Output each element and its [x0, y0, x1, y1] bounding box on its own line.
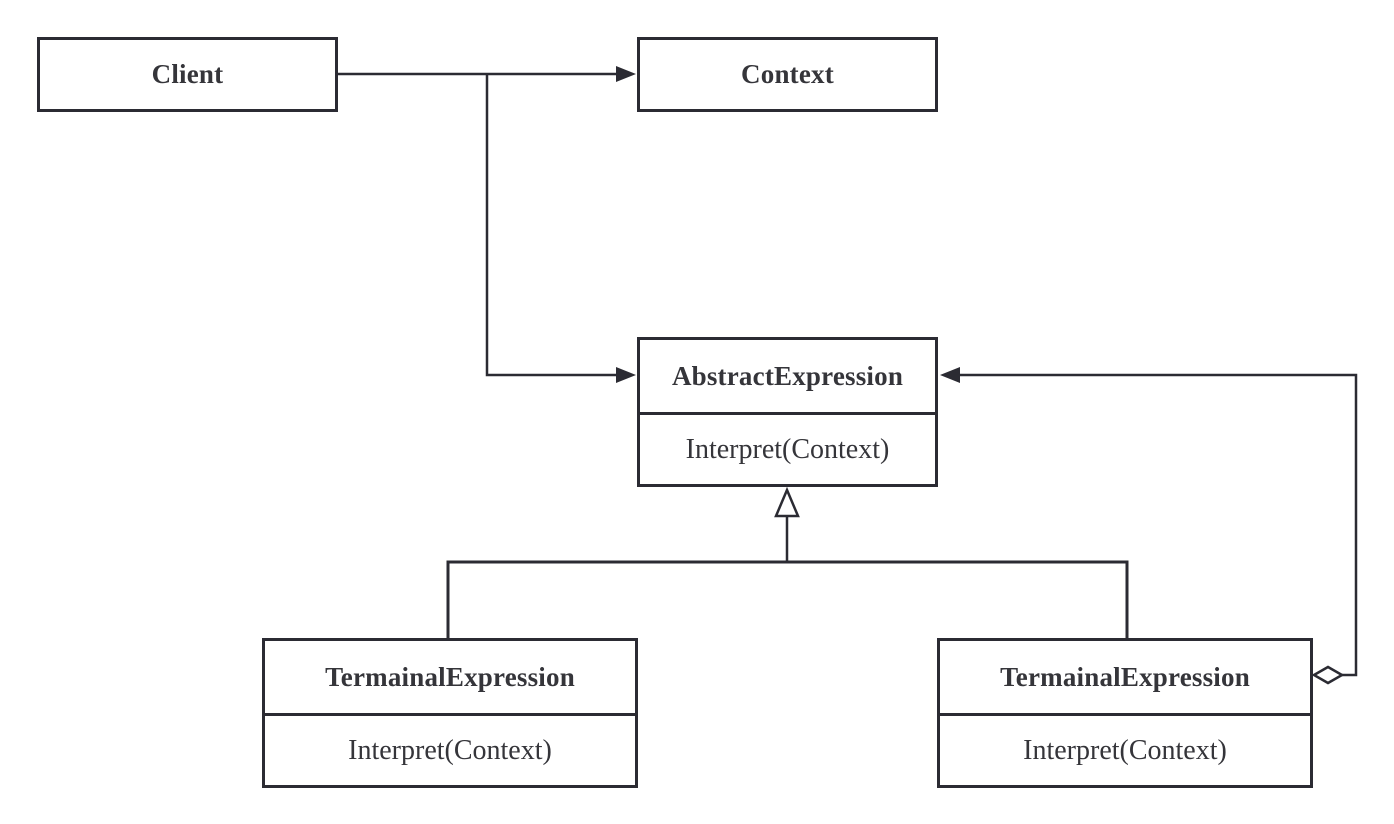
inheritance-triangle-icon [774, 486, 800, 518]
class-name: TermainalExpression [1000, 661, 1250, 692]
class-name: TermainalExpression [325, 661, 575, 692]
arrowhead-left-icon [940, 367, 960, 383]
aggregation-connector [940, 367, 1358, 685]
generalization-connector [446, 486, 1129, 638]
arrowhead-right-icon [616, 66, 636, 82]
class-box-context: Context [637, 37, 938, 112]
arrowhead-right-icon [616, 367, 636, 383]
client-abstractexpression-association-arrow [485, 74, 636, 383]
class-box-terminal-expression-left: TermainalExpression Interpret(Context) [262, 638, 638, 788]
class-box-terminal-expression-right: TermainalExpression Interpret(Context) [937, 638, 1313, 788]
class-box-abstract-expression: AbstractExpression Interpret(Context) [637, 337, 938, 487]
class-method: Interpret(Context) [940, 713, 1310, 785]
class-box-client: Client [37, 37, 338, 112]
class-name: AbstractExpression [671, 360, 904, 391]
class-method: Interpret(Context) [640, 412, 935, 484]
class-name: Client [151, 59, 224, 89]
class-method: Interpret(Context) [265, 713, 635, 785]
aggregation-diamond-icon [1311, 665, 1345, 685]
client-context-association-arrow [338, 66, 636, 82]
class-name: Context [741, 59, 834, 89]
